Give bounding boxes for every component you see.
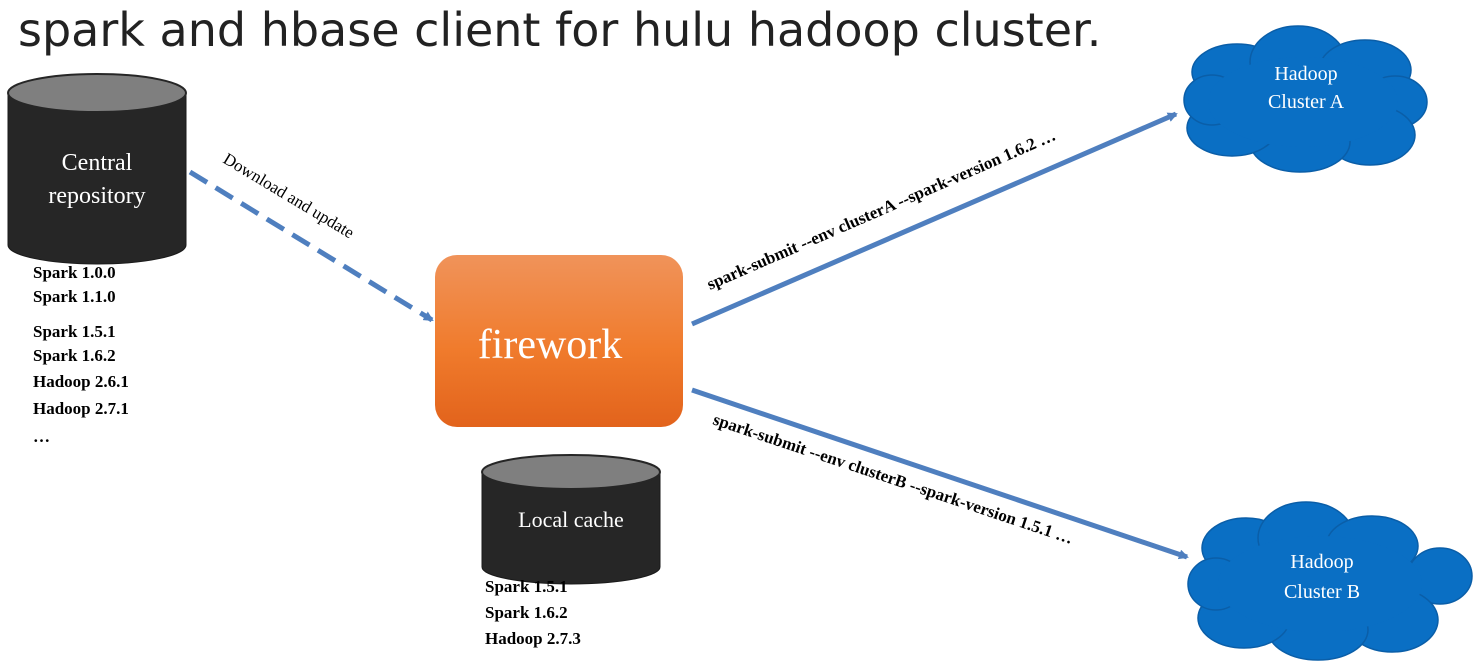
central-repository-label-line1: Central (62, 150, 133, 176)
list-item: Hadoop 2.7.3 (485, 629, 581, 648)
list-item: Hadoop 2.7.1 (33, 399, 129, 418)
download-arrow (188, 169, 434, 323)
list-item: Spark 1.6.2 (485, 603, 568, 622)
list-item: … (33, 427, 50, 446)
cluster-b-command: spark-submit --env clusterB --spark-vers… (711, 410, 1076, 548)
cluster-a-arrow (691, 111, 1178, 327)
cluster-b-arrow (691, 387, 1189, 560)
local-cache-label: Local cache (518, 507, 624, 532)
cluster-b-label-line1: Hadoop (1290, 551, 1353, 573)
page-title: spark and hbase client for hulu hadoop c… (18, 3, 1101, 57)
download-label: Download and update (220, 149, 358, 242)
cluster-b-cloud: Hadoop Cluster B (1187, 501, 1473, 661)
list-item: Spark 1.5.1 (33, 322, 116, 341)
local-cache-cylinder: Local cache (481, 454, 661, 585)
cluster-a-label-line1: Hadoop (1274, 63, 1337, 85)
firework-label: firework (478, 322, 623, 368)
cluster-a-command: spark-submit --env clusterA --spark-vers… (704, 125, 1058, 293)
central-repository-cylinder: Central repository (7, 73, 187, 265)
firework-node: firework (435, 255, 683, 427)
central-repository-list: Spark 1.0.0 Spark 1.1.0 Spark 1.5.1 Spar… (33, 263, 129, 446)
list-item: Spark 1.5.1 (485, 577, 568, 596)
local-cache-list: Spark 1.5.1 Spark 1.6.2 Hadoop 2.7.3 (485, 577, 581, 648)
cluster-a-label-line2: Cluster A (1268, 91, 1345, 113)
list-item: Spark 1.0.0 (33, 263, 116, 282)
central-repository-label-line2: repository (48, 183, 145, 209)
cluster-a-cloud: Hadoop Cluster A (1183, 25, 1428, 173)
list-item: Spark 1.6.2 (33, 346, 116, 365)
list-item: Hadoop 2.6.1 (33, 372, 129, 391)
list-item: Spark 1.1.0 (33, 287, 116, 306)
cluster-b-label-line2: Cluster B (1284, 581, 1360, 603)
